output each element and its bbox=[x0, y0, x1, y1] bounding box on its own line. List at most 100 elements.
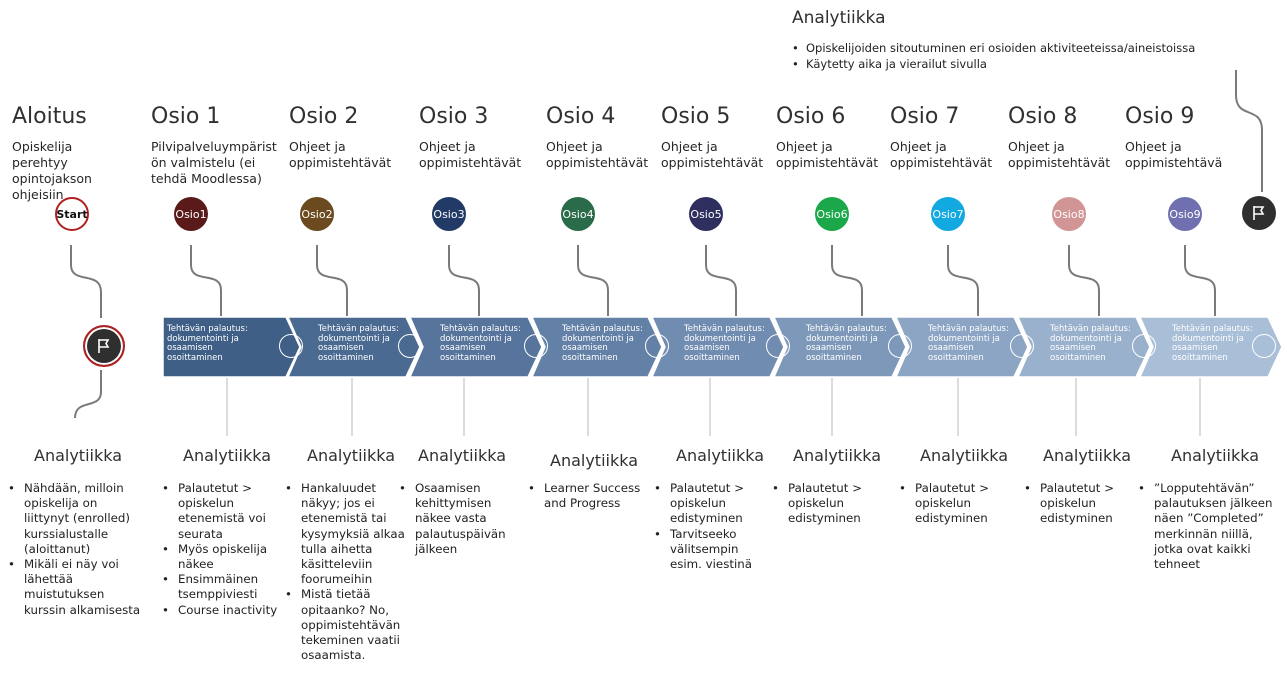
connector-wire bbox=[316, 245, 348, 316]
stage-desc-osio3: Ohjeet ja oppimistehtävät bbox=[419, 139, 522, 170]
analytics-item: Palautetut > opiskelun edistyminen bbox=[1022, 481, 1132, 527]
arrow-text-3: Tehtävän palautus: dokumentointi ja osaa… bbox=[440, 324, 521, 363]
analytics-list-osio7: Palautetut > opiskelun edistyminen bbox=[897, 481, 1007, 527]
analytics-item: Palautetut > opiskelun edistyminen bbox=[897, 481, 1007, 527]
stage-desc-osio7: Ohjeet ja oppimistehtävät bbox=[890, 139, 993, 170]
stage-title-osio4: Osio 4 bbox=[546, 104, 616, 129]
arrow-chevron bbox=[408, 316, 543, 378]
submission-circle bbox=[1132, 334, 1156, 358]
submission-circle bbox=[766, 334, 790, 358]
analytics-item: ”Lopputehtävän” palautuksen jälkeen näen… bbox=[1136, 481, 1276, 572]
arrow-text-8: Tehtävän palautus: dokumentointi ja osaa… bbox=[1050, 324, 1131, 363]
connector-wire bbox=[74, 370, 102, 419]
badge-osio7: Osio7 bbox=[931, 197, 965, 231]
analytics-item: Palautetut > opiskelun edistyminen bbox=[652, 481, 772, 527]
stage-desc-osio4: Ohjeet ja oppimistehtävät bbox=[546, 139, 649, 170]
stage-title-osio7: Osio 7 bbox=[890, 104, 960, 129]
connector-wire bbox=[577, 245, 609, 316]
analytics-list-osio1: Palautetut > opiskelun etenemistä voi se… bbox=[160, 481, 285, 618]
connector-wire bbox=[947, 245, 979, 316]
arrow-chevron bbox=[162, 316, 301, 378]
analytics-list-osio2: Hankaluudet näkyy; jos ei etenemistä tai… bbox=[283, 481, 408, 663]
connector-wire bbox=[1235, 70, 1263, 192]
analytics-item: Tarvitseeko välitsempin esim. viestinä bbox=[652, 527, 772, 573]
arrow-text-7: Tehtävän palautus: dokumentointi ja osaa… bbox=[928, 324, 1009, 363]
submission-circle bbox=[524, 334, 548, 358]
badge-osio8: Osio8 bbox=[1052, 197, 1086, 231]
analytics-item: Learner Success and Progress bbox=[526, 481, 641, 511]
analytics-title-osio5: Analytiikka bbox=[676, 446, 765, 465]
submission-circle bbox=[645, 334, 669, 358]
badge-osio5: Osio5 bbox=[689, 197, 723, 231]
arrow-text-6: Tehtävän palautus: dokumentointi ja osaa… bbox=[806, 324, 887, 363]
connector-wire bbox=[70, 245, 102, 318]
analytics-item: Palautetut > opiskelun etenemistä voi se… bbox=[160, 481, 285, 542]
badge-osio1: Osio1 bbox=[174, 197, 208, 231]
stage-title-osio5: Osio 5 bbox=[661, 104, 731, 129]
stage-title-osio8: Osio 8 bbox=[1008, 104, 1078, 129]
arrow-text-4: Tehtävän palautus: dokumentointi ja osaa… bbox=[562, 324, 643, 363]
stage-desc-aloitus: Opiskelija perehtyy opintojakson ohjeisi… bbox=[12, 139, 92, 202]
analytics-title-osio2: Analytiikka bbox=[307, 446, 396, 465]
analytics-title-osio7: Analytiikka bbox=[920, 446, 1009, 465]
analytics-item: Osaamisen kehittymisen näkee vasta palau… bbox=[397, 481, 512, 557]
analytics-item: Mikäli ei näy voi lähettää muistutuksen … bbox=[6, 557, 146, 618]
submission-circle bbox=[279, 334, 303, 358]
stage-desc-osio1: Pilvipalveluympärist ön valmistelu (ei t… bbox=[151, 139, 277, 186]
tick-lines bbox=[226, 378, 1201, 436]
stage-title-osio2: Osio 2 bbox=[289, 104, 359, 129]
start-flag-icon bbox=[83, 325, 125, 367]
top-analytics-item: Käytetty aika ja vierailut sivulla bbox=[792, 56, 1195, 72]
stage-desc-osio2: Ohjeet ja oppimistehtävät bbox=[289, 139, 392, 170]
analytics-title-osio1: Analytiikka bbox=[183, 446, 272, 465]
stage-title-osio9: Osio 9 bbox=[1125, 104, 1195, 129]
stage-title-osio3: Osio 3 bbox=[419, 104, 489, 129]
analytics-item: Hankaluudet näkyy; jos ei etenemistä tai… bbox=[283, 481, 408, 587]
analytics-item: Nähdään, milloin opiskelija on liittynyt… bbox=[6, 481, 146, 557]
connector-wire bbox=[448, 245, 480, 316]
analytics-item: Mistä tietää opitaanko? No, oppimistehtä… bbox=[283, 587, 408, 663]
stage-title-aloitus: Aloitus bbox=[12, 104, 87, 129]
analytics-title-osio8: Analytiikka bbox=[1043, 446, 1132, 465]
arrow-band bbox=[162, 316, 1283, 378]
submission-circle bbox=[1010, 334, 1034, 358]
submission-circle bbox=[888, 334, 912, 358]
arrow-text-1: Tehtävän palautus: dokumentointi ja osaa… bbox=[167, 324, 248, 363]
analytics-item: Palautetut > opiskelun edistyminen bbox=[770, 481, 880, 527]
arrow-text-9: Tehtävän palautus: dokumentointi ja osaa… bbox=[1172, 324, 1253, 363]
stage-desc-osio9: Ohjeet ja oppimistehtävä bbox=[1125, 139, 1223, 170]
analytics-title-osio3: Analytiikka bbox=[418, 446, 507, 465]
stage-desc-osio5: Ohjeet ja oppimistehtävät bbox=[661, 139, 764, 170]
analytics-list-osio9: ”Lopputehtävän” palautuksen jälkeen näen… bbox=[1136, 481, 1276, 572]
badge-osio9: Osio9 bbox=[1168, 197, 1202, 231]
stage-title-osio6: Osio 6 bbox=[776, 104, 846, 129]
start-badge: Start bbox=[55, 197, 89, 231]
badge-osio3: Osio3 bbox=[432, 197, 466, 231]
analytics-list-osio3: Osaamisen kehittymisen näkee vasta palau… bbox=[397, 481, 512, 557]
analytics-title-osio4: Analytiikka bbox=[550, 451, 639, 470]
analytics-title-osio6: Analytiikka bbox=[793, 446, 882, 465]
analytics-title-osio9: Analytiikka bbox=[1171, 446, 1260, 465]
analytics-item: Myös opiskelija näkee bbox=[160, 542, 285, 572]
arrow-text-5: Tehtävän palautus: dokumentointi ja osaa… bbox=[684, 324, 765, 363]
top-analytics-title: Analytiikka bbox=[792, 8, 886, 28]
submission-circle bbox=[1252, 334, 1276, 358]
stage-desc-osio8: Ohjeet ja oppimistehtävät bbox=[1008, 139, 1111, 170]
analytics-list-osio6: Palautetut > opiskelun edistyminen bbox=[770, 481, 880, 527]
arrow-text-2: Tehtävän palautus: dokumentointi ja osaa… bbox=[318, 324, 399, 363]
analytics-list-osio4: Learner Success and Progress bbox=[526, 481, 641, 511]
analytics-list-aloitus: Nähdään, milloin opiskelija on liittynyt… bbox=[6, 481, 146, 618]
submission-circle bbox=[398, 334, 422, 358]
badge-osio2: Osio2 bbox=[300, 197, 334, 231]
stage-desc-osio6: Ohjeet ja oppimistehtävät bbox=[776, 139, 879, 170]
analytics-list-osio8: Palautetut > opiskelun edistyminen bbox=[1022, 481, 1132, 527]
connector-wire bbox=[1068, 245, 1100, 316]
analytics-title-aloitus: Analytiikka bbox=[34, 446, 123, 465]
badge-osio4: Osio4 bbox=[561, 197, 595, 231]
top-analytics-item: Opiskelijoiden sitoutuminen eri osioiden… bbox=[792, 40, 1195, 56]
badge-osio6: Osio6 bbox=[815, 197, 849, 231]
stage-title-osio1: Osio 1 bbox=[151, 104, 221, 129]
connector-wire bbox=[1184, 245, 1216, 316]
analytics-item: Ensimmäinen tsemppiviesti bbox=[160, 572, 285, 602]
